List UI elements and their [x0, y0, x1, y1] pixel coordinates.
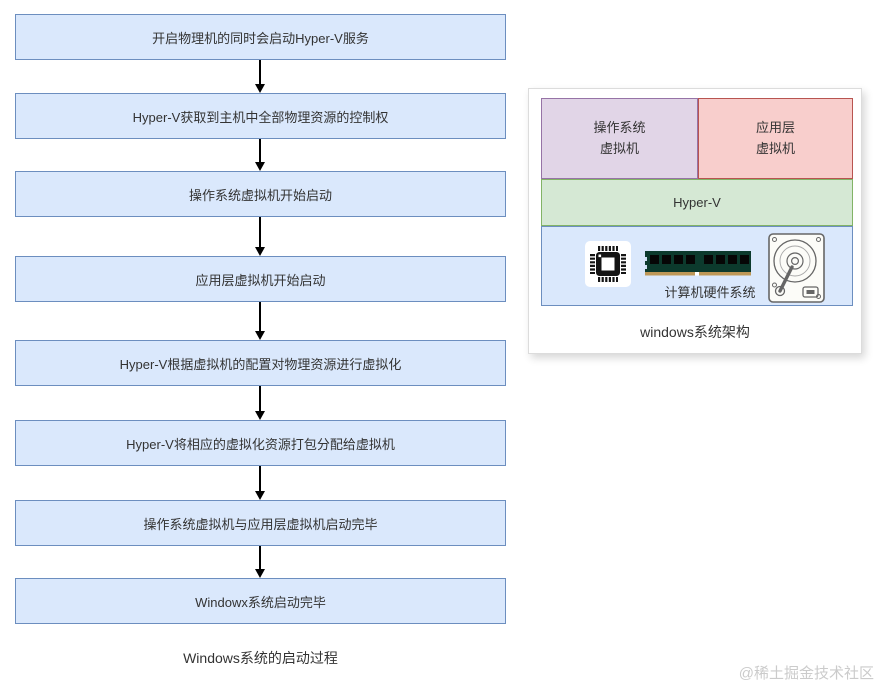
- arrow-line: [259, 386, 261, 411]
- app-vm-box: 应用层 虚拟机: [698, 98, 853, 179]
- arrow-line: [259, 302, 261, 331]
- cpu-icon: [585, 241, 631, 287]
- arrow-line: [259, 217, 261, 247]
- flow-step-4: 应用层虚拟机开始启动: [15, 256, 506, 302]
- down-arrow-icon: [244, 302, 276, 340]
- ram-icon: [645, 251, 751, 276]
- hdd-icon: [768, 233, 825, 303]
- flow-step-8-label: Windowx系统启动完毕: [195, 594, 326, 610]
- flow-step-5: Hyper-V根据虚拟机的配置对物理资源进行虚拟化: [15, 340, 506, 386]
- down-arrow-icon: [244, 386, 276, 420]
- arrow-line: [259, 466, 261, 491]
- architecture-caption: windows系统架构: [640, 324, 750, 340]
- app-vm-label-line2: 虚拟机: [755, 140, 795, 156]
- watermark: @稀土掘金技术社区: [738, 665, 874, 682]
- os-vm-label-line1: 操作系统: [593, 120, 646, 136]
- arrow-head: [255, 84, 265, 93]
- hardware-label: 计算机硬件系统: [664, 285, 756, 300]
- arrow-head: [255, 162, 265, 171]
- architecture-panel: 操作系统 虚拟机 应用层 虚拟机 Hyper-V: [528, 88, 862, 354]
- arrow-head: [255, 247, 265, 256]
- flow-step-3-label: 操作系统虚拟机开始启动: [188, 187, 332, 203]
- app-vm-label-line1: 应用层: [755, 120, 795, 136]
- arrow-line: [259, 546, 261, 569]
- down-arrow-icon: [244, 60, 276, 93]
- flow-step-3: 操作系统虚拟机开始启动: [15, 171, 506, 217]
- hardware-box: 计算机硬件系统: [541, 226, 853, 306]
- arrow-line: [259, 60, 261, 84]
- arrow-head: [255, 569, 265, 578]
- flow-step-2: Hyper-V获取到主机中全部物理资源的控制权: [15, 93, 506, 139]
- down-arrow-icon: [244, 546, 276, 578]
- flow-step-1: 开启物理机的同时会启动Hyper-V服务: [15, 14, 506, 60]
- os-vm-box: 操作系统 虚拟机: [541, 98, 698, 179]
- arrow-line: [259, 139, 261, 162]
- flow-step-2-label: Hyper-V获取到主机中全部物理资源的控制权: [132, 109, 389, 125]
- flow-step-1-label: 开启物理机的同时会启动Hyper-V服务: [152, 30, 369, 46]
- arrow-head: [255, 331, 265, 340]
- os-vm-label-line2: 虚拟机: [599, 140, 639, 156]
- flow-step-7-label: 操作系统虚拟机与应用层虚拟机启动完毕: [143, 516, 378, 532]
- flow-step-8: Windowx系统启动完毕: [15, 578, 506, 624]
- flowchart-caption: Windows系统的启动过程: [183, 650, 338, 666]
- arrow-head: [255, 411, 265, 420]
- flow-step-5-label: Hyper-V根据虚拟机的配置对物理资源进行虚拟化: [119, 356, 402, 372]
- flow-step-6: Hyper-V将相应的虚拟化资源打包分配给虚拟机: [15, 420, 506, 466]
- down-arrow-icon: [244, 466, 276, 500]
- arrow-head: [255, 491, 265, 500]
- flow-step-7: 操作系统虚拟机与应用层虚拟机启动完毕: [15, 500, 506, 546]
- down-arrow-icon: [244, 217, 276, 256]
- hyperv-box: Hyper-V: [541, 179, 853, 226]
- down-arrow-icon: [244, 139, 276, 171]
- hyperv-label: Hyper-V: [673, 195, 721, 210]
- flow-step-4-label: 应用层虚拟机开始启动: [195, 272, 326, 288]
- flow-step-6-label: Hyper-V将相应的虚拟化资源打包分配给虚拟机: [126, 436, 395, 452]
